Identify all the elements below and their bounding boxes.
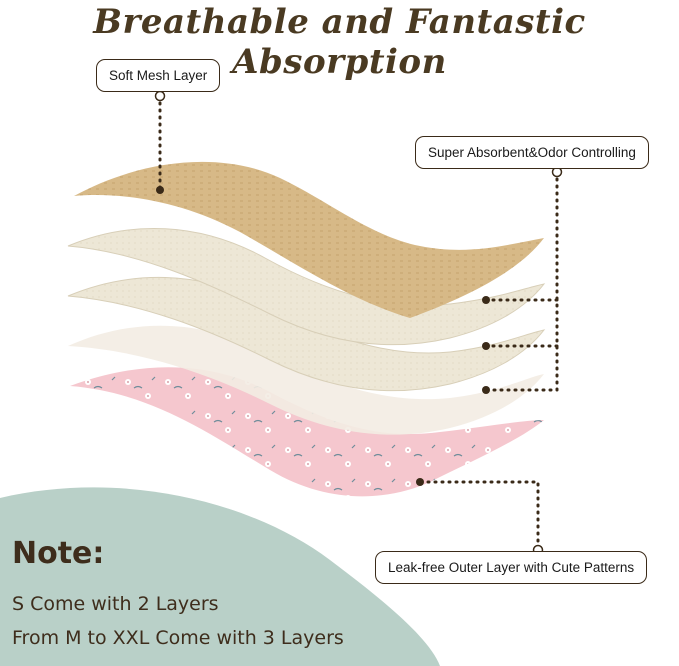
absorb-dot-1: [482, 296, 490, 304]
callout-soft-mesh: Soft Mesh Layer: [96, 59, 221, 92]
note-line-small-size: S Come with 2 Layers: [12, 593, 219, 615]
mesh-layer-shape: [74, 161, 544, 318]
note-heading: Note:: [12, 536, 105, 571]
leak-dot: [416, 478, 424, 486]
outer-layer-shape: [70, 367, 544, 497]
absorb-dot-3: [482, 386, 490, 394]
mesh-callout-ring: [154, 90, 166, 102]
leader-lines: [158, 94, 559, 550]
mesh-leader-dot: [156, 186, 164, 194]
page-title: Breathable and Fantastic Absorption: [93, 2, 586, 82]
callout-super-absorbent: Super Absorbent&Odor Controlling: [415, 136, 649, 169]
note-background-shape: [0, 487, 440, 666]
sheer-layer-shape: [68, 325, 544, 435]
note-line-large-sizes: From M to XXL Come with 3 Layers: [12, 627, 344, 649]
callout-leak-free: Leak-free Outer Layer with Cute Patterns: [375, 551, 648, 584]
absorbent-layer-1-shape: [67, 228, 546, 346]
absorb-leader-line: [484, 170, 559, 392]
leak-leader-line: [418, 480, 540, 550]
absorb-dot-2: [482, 342, 490, 350]
